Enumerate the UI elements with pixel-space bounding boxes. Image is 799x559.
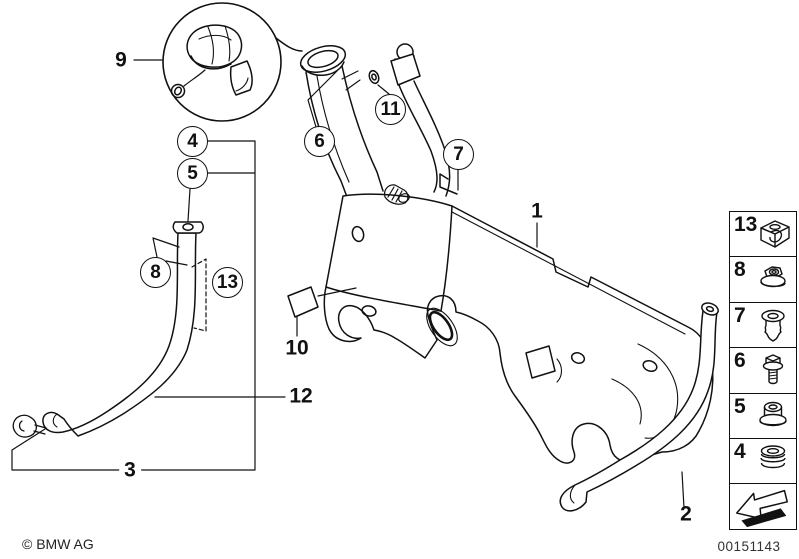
fastener-legend: 13 8 7 xyxy=(729,211,797,531)
legend-item-6-label: 6 xyxy=(734,349,746,373)
tank-stud-art xyxy=(383,184,410,205)
legend-item-4[interactable]: 4 xyxy=(729,438,797,486)
callout-5[interactable]: 5 xyxy=(177,158,208,189)
spacer-bushing-icon xyxy=(759,401,787,426)
legend-item-4-label: 4 xyxy=(734,440,746,464)
callout-3[interactable]: 3 xyxy=(119,459,141,481)
callout-11[interactable]: 11 xyxy=(375,94,406,125)
callout-10[interactable]: 10 xyxy=(285,336,309,360)
callout-11-label: 11 xyxy=(380,99,401,120)
callout-7-label: 7 xyxy=(453,144,464,165)
legend-item-8[interactable]: 8 xyxy=(729,256,797,304)
callout-12[interactable]: 12 xyxy=(289,384,313,408)
legend-item-5[interactable]: 5 xyxy=(729,392,797,440)
legend-item-6[interactable]: 6 xyxy=(729,347,797,395)
legend-item-5-label: 5 xyxy=(734,394,746,418)
callout-6-label: 6 xyxy=(314,131,325,152)
rubber-grommet-icon xyxy=(760,445,786,469)
callout-13-label: 13 xyxy=(216,272,239,293)
expanding-rivet-icon xyxy=(761,309,785,342)
callout-4[interactable]: 4 xyxy=(177,126,208,157)
legend-nav-arrow-box[interactable] xyxy=(729,483,797,531)
previous-diagram-arrow-icon xyxy=(736,490,788,528)
retaining-clip-art xyxy=(12,414,47,438)
hex-bolt-icon xyxy=(762,354,784,385)
insulation-pad-art xyxy=(287,286,357,337)
right-tension-strap-art xyxy=(559,302,719,512)
callout-7[interactable]: 7 xyxy=(443,139,474,170)
cage-clip-nut-icon xyxy=(760,220,790,248)
filler-pipe-art xyxy=(299,45,384,198)
fuel-tank-art xyxy=(323,173,714,464)
left-tension-strap-art xyxy=(42,221,204,437)
breather-pipe-art xyxy=(368,43,451,197)
callout-9[interactable]: 9 xyxy=(115,48,127,72)
callout-8[interactable]: 8 xyxy=(140,257,171,288)
callout-5-label: 5 xyxy=(187,163,198,184)
legend-item-7-label: 7 xyxy=(734,303,746,327)
legend-item-7[interactable]: 7 xyxy=(729,301,797,349)
seal-ring-art xyxy=(368,69,380,85)
legend-item-13[interactable]: 13 xyxy=(729,211,797,258)
callout-1[interactable]: 1 xyxy=(531,199,543,223)
copyright-text: © BMW AG xyxy=(22,536,94,552)
callout-6[interactable]: 6 xyxy=(304,126,335,157)
diagram-number: 00151143 xyxy=(717,539,781,554)
legend-item-8-label: 8 xyxy=(734,258,746,282)
fuel-filler-cap-detail-art xyxy=(162,2,282,122)
legend-item-13-label: 13 xyxy=(734,213,758,236)
callout-8-label: 8 xyxy=(150,262,161,283)
callout-13[interactable]: 13 xyxy=(212,267,243,298)
callout-2[interactable]: 2 xyxy=(680,502,692,526)
callout-4-label: 4 xyxy=(187,131,198,152)
magnifier-circle xyxy=(162,2,282,122)
flange-nut-icon xyxy=(760,266,786,288)
